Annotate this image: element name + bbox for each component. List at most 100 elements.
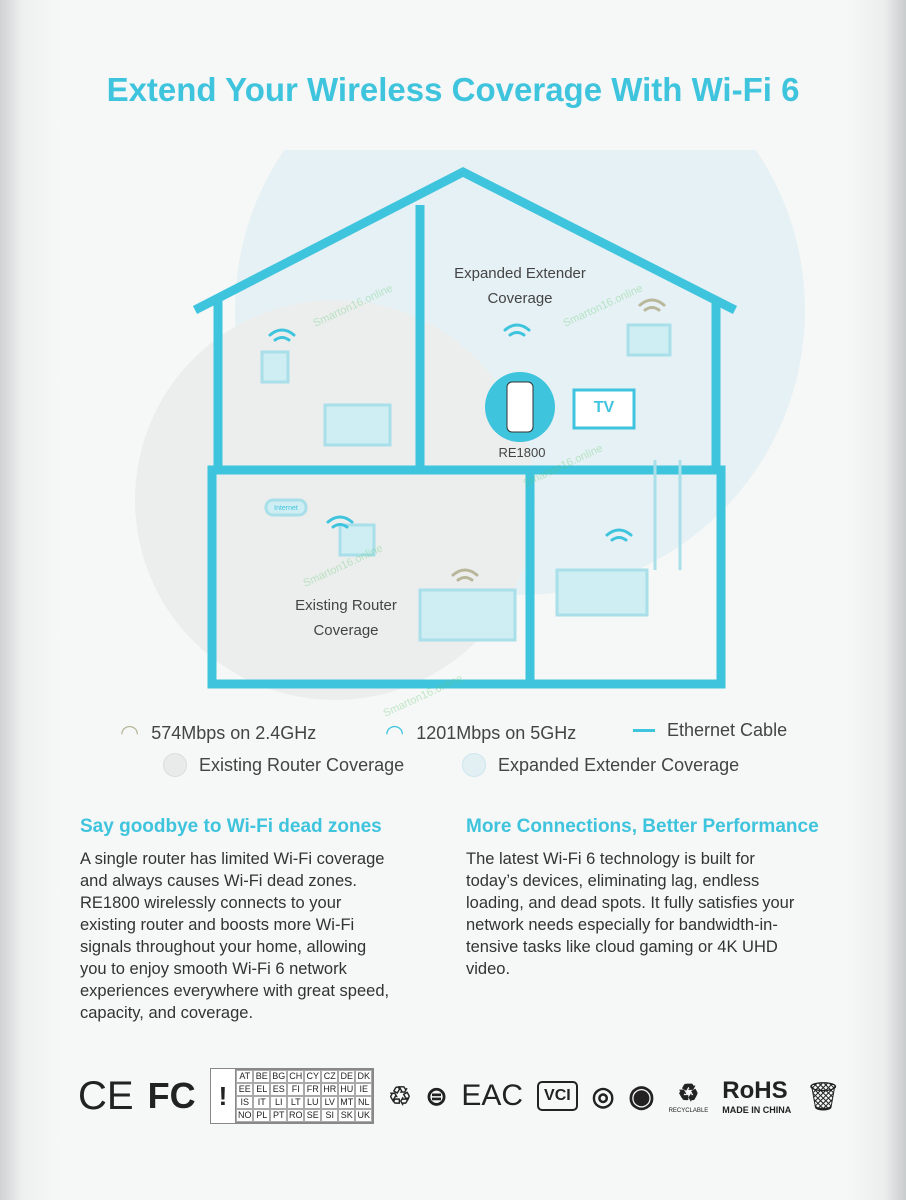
legend-text: 1201Mbps on 5GHz: [416, 722, 577, 743]
tv-icon: [572, 388, 636, 430]
wifi-icon: ◠: [385, 720, 405, 745]
country-code: HR: [321, 1083, 339, 1096]
country-code: MT: [338, 1096, 356, 1109]
right-heading: More Connections, Better Performance: [466, 816, 819, 837]
country-code: SI: [321, 1109, 339, 1122]
country-code: DE: [338, 1070, 356, 1083]
country-code: IE: [355, 1083, 373, 1096]
vci-mark: VCI: [537, 1081, 578, 1111]
ground-floor: [207, 465, 726, 689]
weee-bin-icon: 🗑: [805, 1080, 841, 1112]
country-code: LI: [270, 1096, 288, 1109]
green-dot-icon: ◉: [628, 1079, 655, 1113]
circle-icon: [462, 753, 486, 777]
country-code: ES: [270, 1083, 288, 1096]
country-code: IT: [253, 1096, 271, 1109]
recyclable-text: RECYCLABLE: [668, 1107, 709, 1114]
country-code: PT: [270, 1109, 288, 1122]
country-code: FR: [304, 1083, 322, 1096]
country-code: LT: [287, 1096, 305, 1109]
text-line: today’s devices, eliminating lag, endles…: [466, 872, 760, 890]
legend-text: 574Mbps on 2.4GHz: [151, 722, 317, 743]
country-code: FI: [287, 1083, 305, 1096]
country-code: NL: [355, 1096, 373, 1109]
device-label: RE1800: [498, 445, 546, 460]
text-line: signals throughout your home, allowing: [80, 938, 367, 956]
line-icon: [633, 729, 655, 732]
text-line: loading, and dead spots. It fully satisf…: [466, 894, 795, 912]
text-line: tensive tasks like cloud gaming or 4K UH…: [466, 938, 778, 956]
country-code: DK: [355, 1070, 373, 1083]
page-title: Extend Your Wireless Coverage With Wi-Fi…: [106, 71, 800, 108]
roof: [192, 166, 738, 315]
recycle-icon: ♻: [677, 1079, 700, 1107]
country-code: IS: [236, 1096, 254, 1109]
legend-router-coverage: Existing Router Coverage: [163, 753, 404, 777]
furniture-icons: [260, 323, 682, 642]
label-line: Coverage: [487, 290, 553, 307]
text-line: RE1800 wirelessly connects to your: [80, 894, 342, 912]
legend-text: Ethernet Cable: [667, 720, 788, 740]
extender-device-icon: [506, 381, 534, 433]
text-line: existing router and boosts more Wi-Fi: [80, 916, 355, 934]
text-line: A single router has limited Wi-Fi covera…: [80, 850, 385, 868]
legend-text: Existing Router Coverage: [199, 754, 405, 775]
warning-icon: !: [218, 1080, 228, 1111]
text-line: video.: [466, 960, 511, 978]
country-code: PL: [253, 1109, 271, 1122]
ce-mark: CE: [78, 1073, 134, 1118]
recyclable-mark: ♻RECYCLABLE: [669, 1079, 709, 1114]
country-code: CY: [304, 1070, 322, 1083]
house-diagram: [135, 150, 805, 700]
leaf-mark-icon: ◎: [591, 1080, 615, 1111]
rohs-text: RoHS: [722, 1077, 788, 1104]
text-line: The latest Wi-Fi 6 technology is built f…: [466, 850, 755, 868]
country-code: UK: [355, 1109, 373, 1122]
legend-text: Expanded Extender Coverage: [498, 754, 740, 775]
tv-label: TV: [593, 399, 615, 416]
country-code: BE: [253, 1070, 271, 1083]
legend-band5: ◠ 1201Mbps on 5GHz: [385, 720, 576, 746]
country-code: SK: [338, 1109, 356, 1122]
right-paragraph: The latest Wi-Fi 6 technology is built f…: [466, 848, 846, 980]
label-line: Coverage: [313, 622, 379, 639]
country-code: NO: [236, 1109, 254, 1122]
legend-band24: ◠ 574Mbps on 2.4GHz: [120, 720, 316, 746]
country-code: EE: [236, 1083, 254, 1096]
text-line: capacity, and coverage.: [80, 1004, 254, 1022]
circle-icon: [163, 753, 187, 777]
country-code: EL: [253, 1083, 271, 1096]
ccc-mark-icon: ⊜: [425, 1080, 448, 1111]
country-code: LU: [304, 1096, 322, 1109]
country-code: RO: [287, 1109, 305, 1122]
country-code: CZ: [321, 1070, 339, 1083]
eac-mark: EAC: [461, 1079, 524, 1112]
legend-ethernet: Ethernet Cable: [633, 720, 787, 741]
text-line: experiences everywhere with great speed,: [80, 982, 390, 1000]
left-heading: Say goodbye to Wi-Fi dead zones: [80, 816, 382, 837]
label-line: Existing Router: [295, 597, 397, 614]
label-line: Expanded Extender: [454, 265, 586, 282]
made-in-text: MADE IN CHINA: [722, 1105, 792, 1115]
left-paragraph: A single router has limited Wi-Fi covera…: [80, 848, 450, 1024]
country-code: CH: [287, 1070, 305, 1083]
country-code: AT: [236, 1070, 254, 1083]
country-code: LV: [321, 1096, 339, 1109]
country-code: SE: [304, 1109, 322, 1122]
text-line: and always causes Wi-Fi dead zones.: [80, 872, 357, 890]
internet-label: Internet: [274, 505, 298, 512]
country-code: BG: [270, 1070, 288, 1083]
wifi-icons: [268, 298, 666, 582]
fcc-mark: FC: [147, 1075, 196, 1116]
text-line: you to enjoy smooth Wi-Fi 6 network: [80, 960, 347, 978]
text-line: network needs especially for bandwidth-i…: [466, 916, 778, 934]
country-code: HU: [338, 1083, 356, 1096]
wifi-icon: ◠: [120, 720, 140, 745]
recycle-mark-icon: ♲: [388, 1080, 412, 1111]
